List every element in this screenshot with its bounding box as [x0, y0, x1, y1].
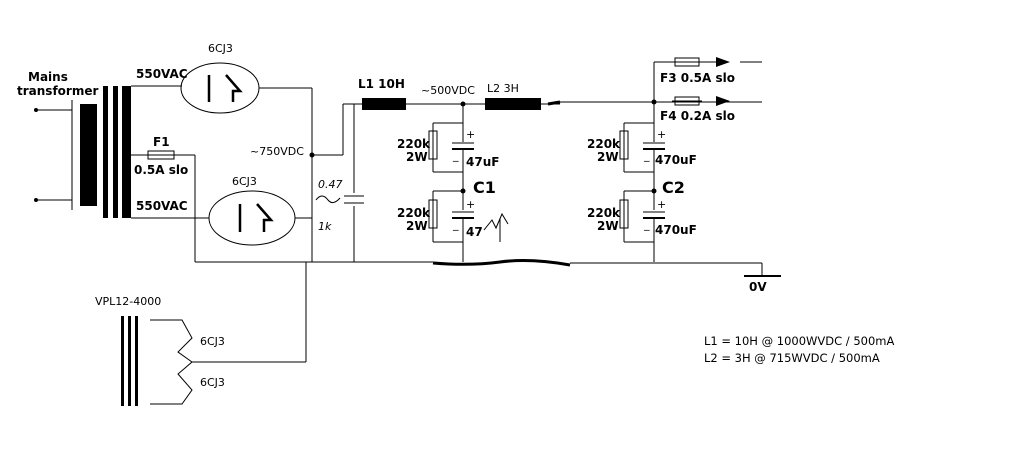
rectifier-tube-top	[180, 62, 260, 114]
c2-bottom-resistor-value: 220k	[587, 206, 621, 220]
c2-bottom-resistor-watt: 2W	[597, 219, 619, 233]
svg-text:_: _	[452, 149, 459, 162]
c1-bank-label: C1	[473, 178, 496, 197]
fuse-f4-label: F4 0.2A slo	[660, 109, 735, 123]
mains-transformer	[34, 85, 195, 219]
rectifier-tube-bottom	[208, 190, 296, 246]
choke-l2-label: L2 3H	[487, 82, 519, 95]
note-l1: L1 = 10H @ 1000WVDC / 500mA	[704, 334, 894, 348]
c2-bottom-cap-value: 470uF	[655, 223, 697, 237]
svg-text:+: +	[657, 198, 666, 211]
secondary-bottom-voltage: 550VAC	[136, 199, 188, 213]
choke-l1	[360, 98, 485, 110]
c2-top-cap-value: 470uF	[655, 153, 697, 167]
fuse-f1-rating: 0.5A slo	[134, 163, 188, 177]
filter-bank-c1: + _ + _	[428, 101, 509, 262]
svg-text:_: _	[643, 149, 650, 162]
secondary-top-voltage: 550VAC	[136, 67, 188, 81]
ground-rail	[195, 259, 781, 277]
svg-text:+: +	[466, 198, 475, 211]
heater-winding-a-label: 6CJ3	[200, 335, 225, 348]
mains-transformer-label-line1: Mains	[28, 70, 68, 84]
note-l2: L2 = 3H @ 715WVDC / 500mA	[704, 351, 880, 365]
choke-l2	[485, 98, 740, 110]
c2-top-resistor-watt: 2W	[597, 150, 619, 164]
node-500vdc-label: ~500VDC	[421, 84, 475, 97]
c2-top-resistor-value: 220k	[587, 137, 621, 151]
c1-bottom-cap-value: 47	[466, 225, 483, 239]
fuse-f1	[145, 150, 196, 262]
filter-bank-c2: + _ + _	[619, 99, 666, 262]
c1-bottom-resistor-value: 220k	[397, 206, 431, 220]
heater-winding-b-label: 6CJ3	[200, 376, 225, 389]
node-750vdc-label: ~750VDC	[250, 145, 304, 158]
handwritten-resistor-value: 1k	[318, 220, 332, 233]
rectifier-tube-bottom-label: 6CJ3	[232, 175, 257, 188]
mains-transformer-label-line2: transformer	[17, 84, 98, 98]
fuse-f1-name: F1	[153, 135, 170, 149]
svg-text:+: +	[657, 128, 666, 141]
ground-label: 0V	[749, 280, 767, 294]
svg-text:_: _	[452, 218, 459, 231]
c1-top-cap-value: 47uF	[466, 155, 499, 169]
heater-transformer	[121, 262, 307, 406]
choke-l1-label: L1 10H	[358, 77, 405, 91]
c1-top-resistor-watt: 2W	[406, 150, 428, 164]
c1-top-resistor-value: 220k	[397, 137, 431, 151]
fuse-f3-label: F3 0.5A slo	[660, 71, 735, 85]
output-fuses	[653, 57, 762, 106]
svg-text:+: +	[466, 128, 475, 141]
handwritten-scribble	[315, 195, 341, 204]
c1-bottom-resistor-watt: 2W	[406, 219, 428, 233]
handwritten-cap-value: 0.47	[318, 178, 343, 191]
rectifier-tube-top-label: 6CJ3	[208, 42, 233, 55]
c2-bank-label: C2	[662, 178, 685, 197]
heater-transformer-label: VPL12-4000	[95, 295, 161, 308]
svg-text:_: _	[643, 218, 650, 231]
